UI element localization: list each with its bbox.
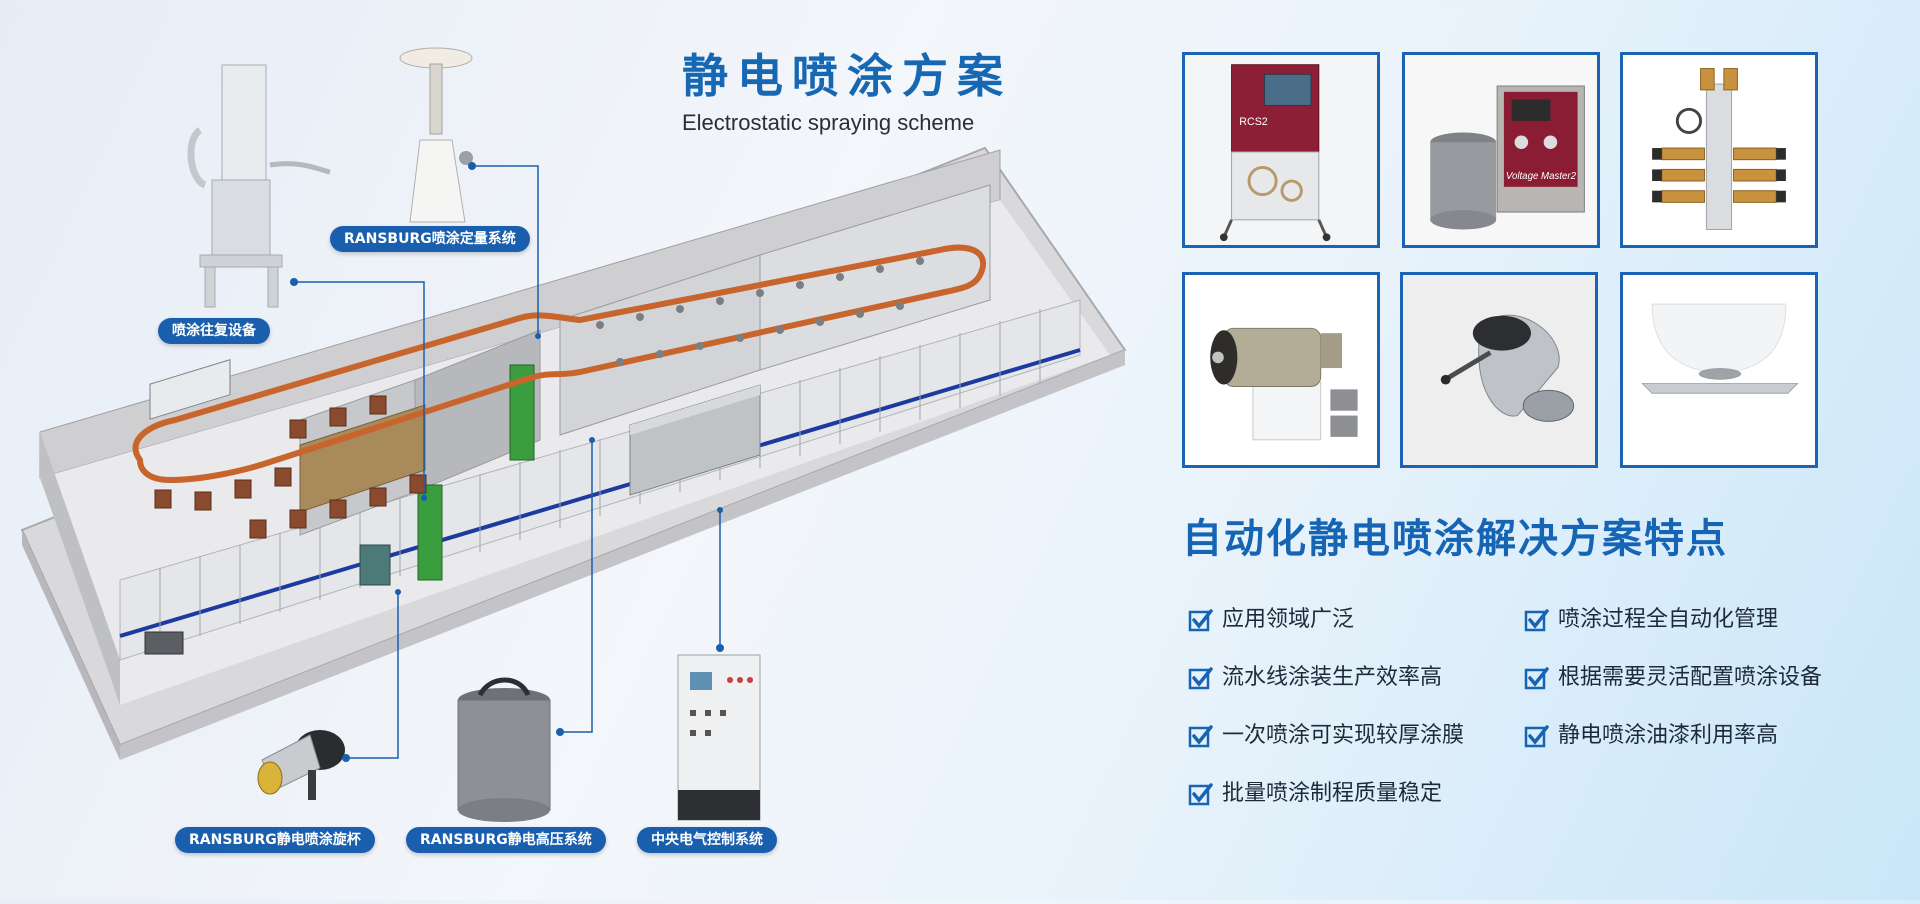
feature-item: 喷涂过程全自动化管理 — [1524, 604, 1778, 636]
feature-text: 一次喷涂可实现较厚涂膜 — [1222, 723, 1465, 748]
feature-item: 一次喷涂可实现较厚涂膜 — [1188, 720, 1464, 752]
photo-rotary-atomizer — [1400, 272, 1598, 468]
loading-station — [149, 359, 231, 420]
feature-text: 流水线涂装生产效率高 — [1222, 665, 1443, 690]
feature-text: 静电喷涂油漆利用率高 — [1558, 723, 1779, 748]
rotary-bell-image — [257, 730, 345, 800]
callout-rotary-bell: RANSBURG静电喷涂旋杯 — [175, 827, 375, 853]
photo-rcs2-panel: RCS2 — [1182, 52, 1380, 248]
checkbox-checked-icon — [1524, 609, 1549, 632]
page-subtitle: Electrostatic spraying scheme — [682, 110, 975, 135]
dosing-system-image — [399, 47, 473, 223]
feature-text: 应用领域广泛 — [1222, 607, 1355, 632]
checkbox-checked-icon — [1188, 609, 1213, 632]
checkbox-checked-icon — [1524, 667, 1549, 690]
callout-control-system: 中央电气控制系统 — [637, 827, 777, 853]
photo-voltage-master: Voltage Master2 — [1402, 52, 1600, 248]
photo-bell-cup — [1620, 272, 1818, 468]
voltage-master-label: Voltage Master2 — [1506, 171, 1577, 182]
checkbox-checked-icon — [1188, 667, 1213, 690]
feature-item: 根据需要灵活配置喷涂设备 — [1524, 662, 1822, 694]
spray-line-illustration: RANSBURG喷涂定量系统 喷涂往复设备 RANSBURG静电喷涂旋杯 RAN… — [20, 47, 1127, 853]
feature-item: 应用领域广泛 — [1188, 604, 1354, 636]
central-control-cabinet-image — [677, 654, 761, 821]
feature-text: 批量喷涂制程质量稳定 — [1222, 781, 1443, 806]
reciprocator-green-2 — [417, 484, 443, 581]
feature-item: 静电喷涂油漆利用率高 — [1524, 720, 1778, 752]
leader-lines — [294, 165, 721, 759]
feature-text: 喷涂过程全自动化管理 — [1558, 607, 1779, 632]
page-title: 静电喷涂方案 — [682, 49, 1012, 103]
hanging-workpieces — [154, 395, 427, 539]
feature-text: 根据需要灵活配置喷涂设备 — [1558, 665, 1823, 690]
photo-spray-gun-block — [1182, 272, 1380, 468]
checkbox-checked-icon — [1524, 725, 1549, 748]
callout-dosing-system: RANSBURG喷涂定量系统 — [330, 226, 530, 252]
callout-high-voltage: RANSBURG静电高压系统 — [406, 827, 606, 853]
rcs2-label: RCS2 — [1239, 116, 1267, 128]
features-title: 自动化静电喷涂解决方案特点 — [1182, 516, 1728, 562]
overhead-conveyor — [132, 244, 987, 484]
photo-color-valve-manifold — [1620, 52, 1818, 248]
feature-item: 批量喷涂制程质量稳定 — [1188, 778, 1442, 810]
page-title-block: 静电喷涂方案 Electrostatic spraying scheme — [682, 48, 1022, 136]
reciprocator-machine-image — [187, 64, 331, 308]
feature-item: 流水线涂装生产效率高 — [1188, 662, 1442, 694]
product-photo-grid: RCS2 Voltage Master2 — [1182, 52, 1826, 472]
checkbox-checked-icon — [1188, 725, 1213, 748]
features-list: 应用领域广泛 喷涂过程全自动化管理 流水线涂装生产效率高 根据需要灵活配置喷涂设… — [1188, 604, 1868, 844]
checkbox-checked-icon — [1188, 783, 1213, 806]
callout-reciprocator: 喷涂往复设备 — [158, 318, 270, 344]
drying-oven — [299, 404, 426, 513]
high-voltage-system-image — [457, 677, 551, 822]
factory-floor-diagram — [20, 47, 1127, 822]
